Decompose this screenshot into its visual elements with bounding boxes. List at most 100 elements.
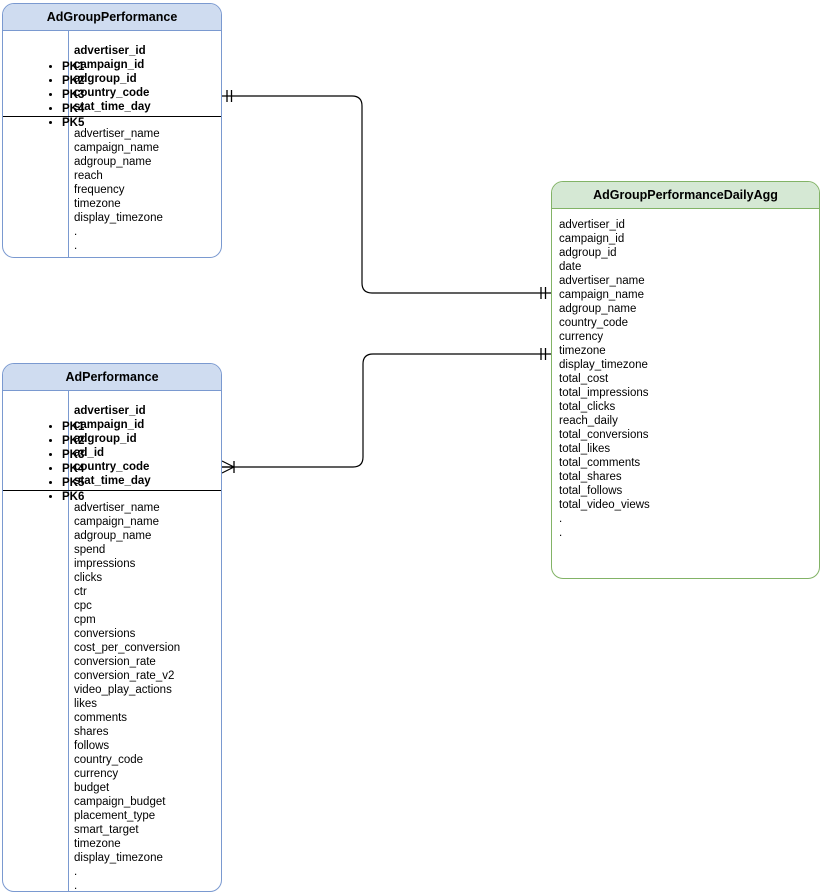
entity-adgroup-performance[interactable]: AdGroupPerformance PK1 PK2 PK3 PK4 PK5 a… [2, 3, 222, 258]
pk-field: stat_time_day [74, 475, 151, 487]
attribute: adgroup_name [74, 156, 152, 168]
pk-field: adgroup_id [74, 433, 137, 445]
attribute: budget [74, 782, 110, 794]
attribute: total_shares [559, 471, 622, 483]
attribute: total_comments [559, 457, 641, 469]
attribute: adgroup_name [74, 530, 152, 542]
pk-label: PK4 [62, 462, 84, 476]
column-divider [68, 31, 69, 257]
entity-title: AdGroupPerformanceDailyAgg [552, 182, 819, 209]
attribute: currency [74, 768, 119, 780]
entity-ad-performance[interactable]: AdPerformance PK1 PK2 PK3 PK4 PK5 PK6 ad… [2, 363, 222, 892]
attribute: shares [74, 726, 109, 738]
entity-adgroup-performance-daily-agg[interactable]: AdGroupPerformanceDailyAgg advertiser_id… [551, 181, 820, 579]
attribute-ellipsis: . [559, 513, 563, 525]
pk-label: PK2 [62, 74, 84, 88]
pk-label: PK1 [62, 60, 84, 74]
attribute-list: advertiser_name campaign_name adgroup_na… [74, 501, 181, 892]
attribute: cost_per_conversion [74, 642, 181, 654]
attribute: campaign_budget [74, 796, 166, 808]
attribute: follows [74, 740, 110, 752]
entity-body: PK1 PK2 PK3 PK4 PK5 advertiser_id campai… [3, 31, 221, 257]
attribute: advertiser_name [74, 128, 160, 140]
attribute: display_timezone [74, 212, 163, 224]
attribute: country_code [74, 754, 144, 766]
key-attribute-divider [3, 490, 221, 491]
attribute: campaign_name [74, 516, 160, 528]
attribute: conversion_rate_v2 [74, 670, 175, 682]
attribute: display_timezone [74, 852, 163, 864]
attribute: total_conversions [559, 429, 649, 441]
attribute: total_impressions [559, 387, 649, 399]
primary-key-field-list: advertiser_id campaign_id adgroup_id ad_… [74, 404, 151, 488]
attribute: frequency [74, 184, 125, 196]
attribute: conversion_rate [74, 656, 156, 668]
attribute: currency [559, 331, 604, 343]
attribute: smart_target [74, 824, 139, 836]
relationship-ad-to-agg[interactable] [221, 348, 551, 474]
primary-key-label-list: PK1 PK2 PK3 PK4 PK5 PK6 [22, 420, 84, 504]
attribute: likes [74, 698, 98, 710]
pk-label: PK4 [62, 102, 84, 116]
pk-field: country_code [74, 87, 150, 99]
attribute: advertiser_id [559, 219, 625, 231]
attribute: ctr [74, 586, 87, 598]
attribute: campaign_name [74, 142, 160, 154]
attribute: date [559, 261, 582, 273]
attribute-ellipsis: . [74, 880, 78, 892]
attribute: reach_daily [559, 415, 618, 427]
attribute: advertiser_name [74, 502, 160, 514]
attribute: video_play_actions [74, 684, 172, 696]
attribute: campaign_id [559, 233, 625, 245]
attribute-ellipsis: . [559, 527, 563, 539]
attribute: timezone [74, 198, 121, 210]
attribute: clicks [74, 572, 103, 584]
attribute: timezone [559, 345, 606, 357]
attribute: comments [74, 712, 128, 724]
pk-field: stat_time_day [74, 101, 151, 113]
attribute: reach [74, 170, 103, 182]
entity-title: AdGroupPerformance [3, 4, 221, 31]
cardinality-many-icon [221, 460, 235, 474]
primary-key-field-list: advertiser_id campaign_id adgroup_id cou… [74, 44, 151, 114]
pk-field: ad_id [74, 447, 105, 459]
column-divider [68, 391, 69, 891]
attribute: country_code [559, 317, 629, 329]
attribute: placement_type [74, 810, 156, 822]
attribute: total_cost [559, 373, 609, 385]
pk-field: advertiser_id [74, 405, 146, 417]
attribute: campaign_name [559, 289, 645, 301]
attribute: total_follows [559, 485, 623, 497]
attribute-list: advertiser_name campaign_name adgroup_na… [74, 127, 163, 253]
key-attribute-divider [3, 116, 221, 117]
cardinality-one-and-only-one-icon [540, 348, 547, 360]
attribute: total_video_views [559, 499, 650, 511]
attribute: cpc [74, 600, 92, 612]
pk-label: PK3 [62, 448, 84, 462]
pk-label: PK3 [62, 88, 84, 102]
pk-field: country_code [74, 461, 150, 473]
attribute: impressions [74, 558, 136, 570]
entity-body: PK1 PK2 PK3 PK4 PK5 PK6 advertiser_id ca… [3, 391, 221, 891]
primary-key-label-list: PK1 PK2 PK3 PK4 PK5 [22, 60, 84, 130]
entity-title: AdPerformance [3, 364, 221, 391]
pk-field: campaign_id [74, 59, 145, 71]
attribute: cpm [74, 614, 96, 626]
pk-label: PK6 [62, 490, 84, 504]
pk-label: PK5 [62, 476, 84, 490]
cardinality-one-and-only-one-icon [540, 287, 547, 299]
entity-body: advertiser_id campaign_id adgroup_id dat… [552, 209, 819, 578]
attribute: spend [74, 544, 106, 556]
relationship-adgroup-to-agg[interactable] [222, 90, 551, 299]
pk-field: advertiser_id [74, 45, 146, 57]
attribute-ellipsis: . [74, 226, 78, 238]
attribute-ellipsis: . [74, 240, 78, 252]
attribute: advertiser_name [559, 275, 645, 287]
attribute-list: advertiser_id campaign_id adgroup_id dat… [559, 218, 650, 540]
pk-field: campaign_id [74, 419, 145, 431]
cardinality-one-and-only-one-icon [226, 90, 233, 102]
attribute: adgroup_id [559, 247, 617, 259]
attribute: adgroup_name [559, 303, 637, 315]
attribute: total_likes [559, 443, 611, 455]
